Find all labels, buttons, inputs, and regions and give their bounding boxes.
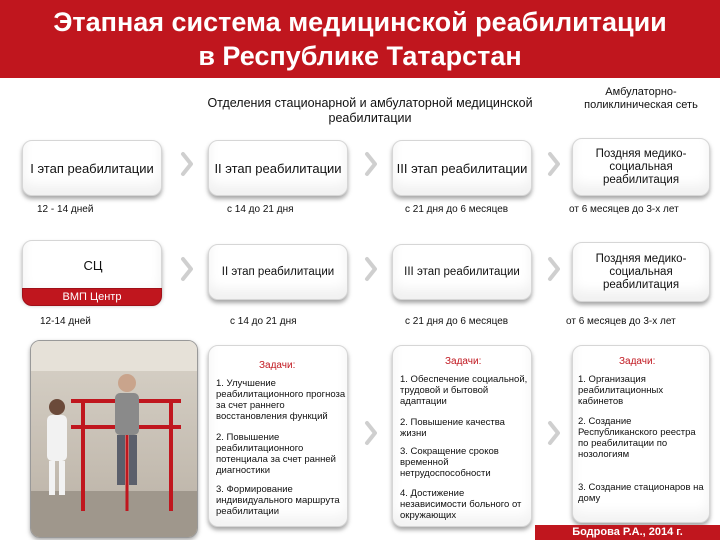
stage-card-3b: III этап реабилитации <box>392 244 532 300</box>
title-bar: Этапная система медицинской реабилитации… <box>0 0 720 78</box>
chevron-right-icon <box>181 257 193 281</box>
duration-label: от 6 месяцев до 3-х лет <box>566 316 676 327</box>
page-subtitle: в Республике Татарстан <box>198 41 522 71</box>
tasks-title: Задачи: <box>619 356 656 367</box>
task-item: 2. Повышение качества жизни <box>400 417 505 439</box>
duration-label: с 14 до 21 дня <box>230 316 297 327</box>
sc-label: СЦ <box>83 257 103 273</box>
task-item: 4. Достижение независимости больного от … <box>400 488 522 521</box>
task-item: 3. Сокращение сроков временной нетрудосп… <box>400 446 499 479</box>
stage-card-3: III этап реабилитации <box>392 140 532 196</box>
task-item: 2. Создание Республиканского реестра по … <box>578 416 696 460</box>
chevron-right-icon <box>548 152 560 176</box>
stage-card-2: II этап реабилитации <box>208 140 348 196</box>
tasks-title: Задачи: <box>259 360 296 371</box>
chevron-right-icon <box>548 257 560 281</box>
duration-label: 12 - 14 дней <box>37 204 94 215</box>
tasks-title: Задачи: <box>445 356 482 367</box>
chevron-right-icon <box>365 257 377 281</box>
chevron-right-icon <box>365 421 377 445</box>
duration-label: 12-14 дней <box>40 316 91 327</box>
tasks-card-2: Задачи: 1. Обеспечение социальной, трудо… <box>392 345 532 527</box>
stage-card-4: Поздняя медико-социальная реабилитация <box>572 138 710 196</box>
vmp-center-label: ВМП Центр <box>22 288 162 306</box>
duration-label: с 21 дня до 6 месяцев <box>405 316 509 327</box>
task-item: 1. Улучшение реабилитационного прогноза … <box>216 378 346 422</box>
chevron-right-icon <box>548 421 560 445</box>
task-item: 3. Создание стационаров на дому <box>578 482 704 504</box>
author-label: Бодрова Р.А., 2014 г. <box>535 525 720 540</box>
page-title: Этапная система медицинской реабилитации <box>53 7 667 37</box>
task-item: 2. Повышение реабилитационного потенциал… <box>216 432 336 476</box>
task-item: 1. Организация реабилитационных кабинето… <box>578 374 664 407</box>
rehabilitation-photo <box>30 340 198 538</box>
stage-card-1: I этап реабилитации <box>22 140 162 196</box>
task-item: 3. Формирование индивидуального маршрута… <box>216 484 340 517</box>
stage-card-4b: Поздняя медико-социальная реабилитация <box>572 242 710 302</box>
duration-label: от 6 месяцев до 3-х лет <box>569 204 679 215</box>
outpatient-header: Амбулаторно-поликлиническая сеть <box>584 86 698 111</box>
chevron-right-icon <box>181 152 193 176</box>
stage-card-2b: II этап реабилитации <box>208 244 348 300</box>
tasks-card-1: Задачи: 1. Улучшение реабилитационного п… <box>208 345 348 527</box>
duration-label: с 21 дня до 6 месяцев <box>405 204 509 215</box>
departments-header: Отделения стационарной и амбулаторной ме… <box>207 96 533 125</box>
duration-label: с 14 до 21 дня <box>227 204 294 215</box>
chevron-right-icon <box>365 152 377 176</box>
task-item: 1. Обеспечение социальной, трудовой и бы… <box>400 374 528 407</box>
tasks-card-3: Задачи: 1. Организация реабилитационных … <box>572 345 710 523</box>
